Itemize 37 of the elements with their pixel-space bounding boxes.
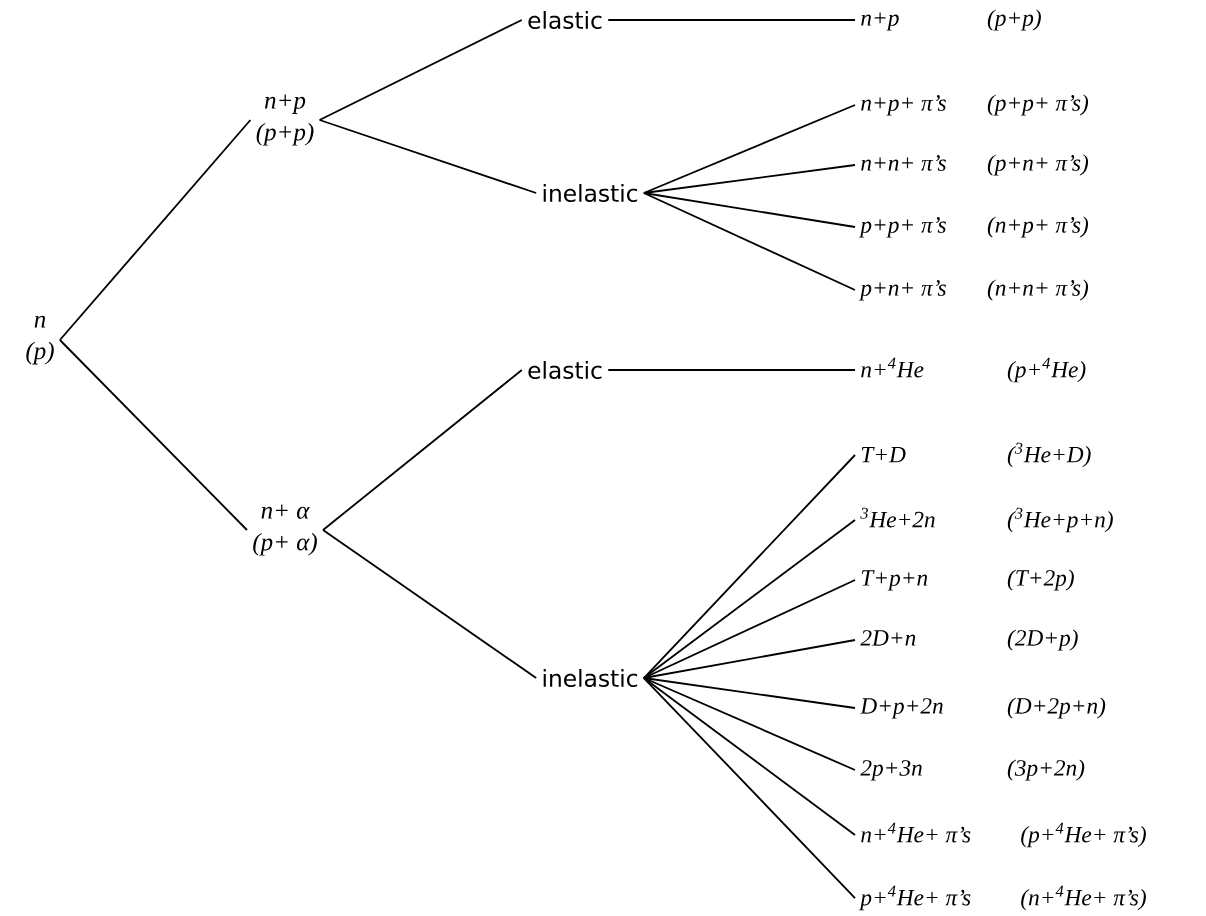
reaction-label: n+$^{4}$He (p+$^{4}$He) [861, 357, 1086, 383]
branch-line [607, 369, 856, 371]
branch-line [322, 369, 523, 531]
branch-line [322, 529, 538, 679]
branch-line [59, 339, 248, 531]
channel-label: inelastic [543, 184, 638, 203]
reaction-label: n+ α (p+ α) [253, 504, 317, 556]
channel-label: inelastic [543, 669, 638, 688]
reaction-label: p+n+ π’s (n+n+ π’s) [859, 279, 1089, 301]
reaction-label: 2D+n (2D+p) [860, 629, 1078, 651]
reaction-label: n+$^{4}$He+ π’s (p+$^{4}$He+ π’s) [861, 822, 1146, 848]
reaction-label: p+$^{4}$He+ π’s (n+$^{4}$He+ π’s) [859, 885, 1146, 911]
branch-line [642, 677, 856, 899]
channel-label: elastic [528, 10, 602, 30]
branch-line [642, 677, 856, 709]
branch-line [318, 19, 523, 121]
reaction-label: T+D ($^{3}$He+D) [861, 442, 1091, 468]
branch-line [607, 19, 856, 21]
reaction-label: n+p+ π’s (p+p+ π’s) [861, 94, 1089, 116]
branch-line [318, 119, 538, 194]
reaction-label: n+p (p+p) [256, 94, 314, 146]
reaction-label: 2p+3n (3p+2n) [860, 759, 1085, 781]
branch-line [642, 192, 856, 228]
branch-line [59, 119, 252, 341]
branch-line [642, 104, 856, 194]
channel-label: elastic [528, 361, 602, 380]
branch-line [642, 579, 856, 679]
branch-line [642, 192, 856, 291]
reaction-label: n (p) [26, 315, 54, 365]
reaction-label: D+p+2n (D+2p+n) [860, 697, 1106, 719]
branch-line [642, 519, 856, 679]
reaction-label: $^{3}$He+2n ($^{3}$He+p+n) [860, 507, 1113, 533]
reaction-label: n+n+ π’s (p+n+ π’s) [861, 154, 1089, 176]
branch-line [642, 454, 856, 679]
reaction-label: n+p (p+p) [861, 9, 1041, 31]
reaction-label: p+p+ π’s (n+p+ π’s) [859, 216, 1089, 238]
reaction-label: T+p+n (T+2p) [861, 569, 1074, 591]
